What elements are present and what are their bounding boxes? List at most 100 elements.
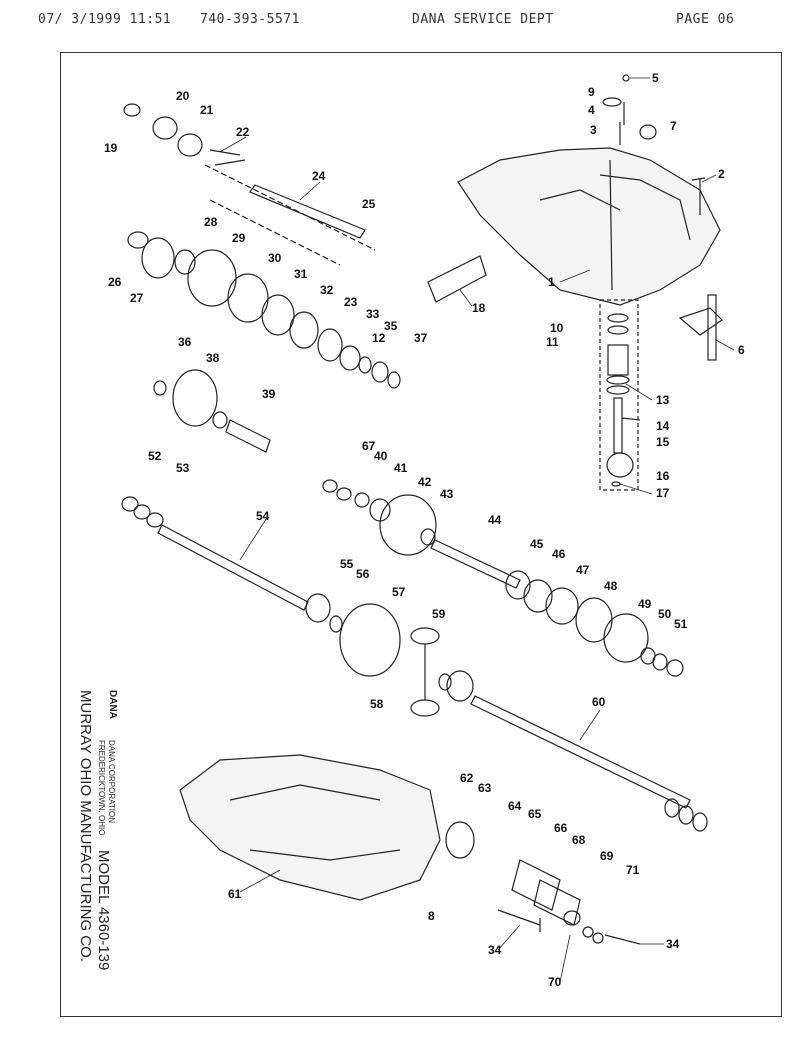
callout-31: 31 [294, 267, 308, 281]
callout-48: 48 [604, 579, 618, 593]
chain-part-18 [427, 255, 487, 303]
callout-52: 52 [148, 449, 162, 463]
fax-phone: 740-393-5571 [200, 12, 300, 27]
washer-part-43b2 [678, 805, 694, 825]
gear-part-49 [603, 613, 649, 663]
washer-part-52 [121, 496, 139, 512]
callout-23: 23 [344, 295, 358, 309]
washer-part-36 [153, 380, 167, 396]
callout-8: 8 [428, 909, 435, 923]
callout-57: 57 [392, 585, 406, 599]
callout-24: 24 [312, 169, 326, 183]
callout-60: 60 [592, 695, 606, 709]
callout-25: 25 [362, 197, 376, 211]
callout-5: 5 [652, 71, 659, 85]
callout-21: 21 [200, 103, 214, 117]
bolt-part-2 [691, 177, 706, 215]
callout-61: 61 [228, 887, 242, 901]
nut-part-71 [592, 932, 604, 944]
callout-9: 9 [588, 85, 595, 99]
callout-26: 26 [108, 275, 122, 289]
shaft-part-15 [613, 397, 623, 454]
gear-part-29 [187, 249, 237, 307]
gear-part-46 [523, 579, 553, 613]
upper-housing [457, 147, 721, 306]
callout-37: 37 [414, 331, 428, 345]
plate-part-68 [533, 879, 581, 926]
gear-part-23 [317, 328, 343, 362]
ring-part-37 [387, 371, 401, 389]
bolt-part-34b [604, 934, 641, 945]
bolt-part-34 [497, 909, 541, 932]
lower-housing [179, 754, 441, 901]
callout-67: 67 [362, 439, 376, 453]
gear-part-20 [152, 116, 178, 140]
bearing-part-21 [177, 133, 203, 157]
callout-3: 3 [590, 123, 597, 137]
gear-part-42 [379, 494, 437, 556]
washer-part-13a [606, 375, 630, 385]
callout-53: 53 [176, 461, 190, 475]
callout-46: 46 [552, 547, 566, 561]
callout-45: 45 [530, 537, 544, 551]
bevel-gear-part-59a [410, 627, 440, 645]
callout-6: 6 [738, 343, 745, 357]
ring-part-56b [438, 673, 452, 691]
callout-10: 10 [550, 321, 564, 335]
callout-29: 29 [232, 231, 246, 245]
callout-12: 12 [372, 331, 386, 345]
callout-28: 28 [204, 215, 218, 229]
callout-62: 62 [460, 771, 474, 785]
callout-16: 16 [656, 469, 670, 483]
callout-30: 30 [268, 251, 282, 265]
washer-part-69 [563, 910, 581, 926]
callout-38: 38 [206, 351, 220, 365]
gear-part-41 [369, 498, 391, 522]
callout-14: 14 [656, 419, 670, 433]
model-number: MODEL 4360-139 [95, 850, 112, 971]
bevel-gear-part-59b [410, 699, 440, 717]
callout-42: 42 [418, 475, 432, 489]
callout-18: 18 [472, 301, 486, 315]
sprocket-part-27 [141, 237, 175, 279]
callout-63: 63 [478, 781, 492, 795]
callout-34: 34 [488, 943, 502, 957]
disc-part-63 [445, 821, 475, 859]
callout-69: 69 [600, 849, 614, 863]
washer-part-40 [354, 492, 370, 508]
gear-part-57 [339, 603, 401, 677]
callout-59: 59 [432, 607, 446, 621]
callout-20: 20 [176, 89, 190, 103]
washer-part-43 [420, 528, 436, 546]
callout-68: 68 [572, 833, 586, 847]
bushing-part-28 [174, 249, 196, 275]
callout-7: 7 [670, 119, 677, 133]
callout-11: 11 [546, 335, 559, 349]
shaft-part-60 [470, 695, 691, 809]
washer-part-52b [692, 812, 708, 832]
callout-64: 64 [508, 799, 522, 813]
callout-19: 19 [104, 141, 118, 155]
bearing-part-19c [666, 659, 684, 677]
diagram-frame [60, 52, 782, 1017]
callout-49: 49 [638, 597, 652, 611]
callout-17: 17 [656, 486, 670, 500]
gear-part-45 [505, 570, 531, 600]
callout-54: 54 [256, 509, 270, 523]
callout-27: 27 [130, 291, 144, 305]
gear-part-55b [446, 670, 474, 702]
fax-department: DANA SERVICE DEPT [412, 12, 554, 27]
upper-housing-detail [539, 159, 691, 291]
callout-15: 15 [656, 435, 670, 449]
manufacturer-name: MURRAY OHIO MANUFACTURING CO. [77, 690, 94, 962]
fax-datetime: 07/ 3/1999 11:51 [38, 12, 172, 27]
stack-guide-box [599, 299, 639, 491]
shaft-part-39 [225, 419, 271, 453]
washer-part-11 [607, 325, 629, 335]
callout-35: 35 [384, 319, 398, 333]
washer-part-53b [146, 512, 164, 528]
dashed-guide-upper [204, 164, 376, 266]
gear-part-48 [575, 597, 613, 643]
dana-logo: DANA [107, 690, 118, 719]
